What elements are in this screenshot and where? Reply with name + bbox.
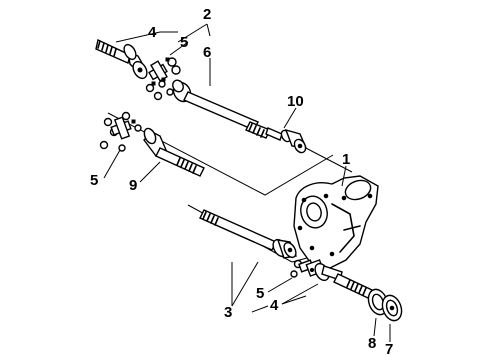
middle-universal-joint <box>99 111 142 152</box>
callout-5-top: 5 <box>180 34 188 51</box>
callout-6: 6 <box>203 44 211 61</box>
outer-stub-shaft <box>265 127 308 154</box>
callout-4-bottom: 4 <box>270 297 279 314</box>
upper-intermediate-shaft <box>172 79 271 139</box>
callout-10: 10 <box>287 93 304 110</box>
callout-9: 9 <box>129 177 137 194</box>
lower-outer-shaft <box>333 273 373 299</box>
leader-lines <box>103 23 391 342</box>
differential-carrier-housing <box>293 175 379 269</box>
callout-4-top: 4 <box>148 24 157 41</box>
callout-2: 2 <box>203 6 211 23</box>
callout-7: 7 <box>385 341 393 358</box>
middle-axle-shaft <box>143 127 205 177</box>
upper-universal-joint <box>145 57 181 101</box>
callout-5-bottom: 5 <box>256 285 264 302</box>
callout-5-middle: 5 <box>90 172 98 189</box>
callout-1: 1 <box>342 151 350 168</box>
axle-bearing <box>381 294 403 322</box>
upper-axle-shaft-yoke <box>95 38 148 80</box>
lower-axle-shaft <box>199 209 297 259</box>
callout-3: 3 <box>224 304 232 321</box>
callout-labels: 2 4 5 6 10 5 9 1 3 5 4 8 7 <box>90 6 393 358</box>
callout-8: 8 <box>368 335 376 352</box>
